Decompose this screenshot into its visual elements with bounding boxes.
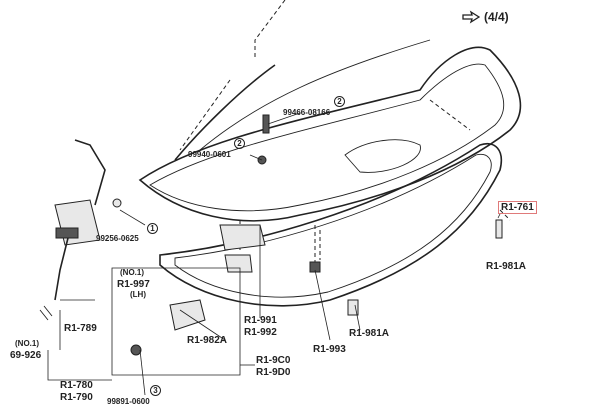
qty-99891: 3 — [150, 385, 161, 396]
label-r1-993[interactable]: R1-993 — [313, 344, 346, 355]
clip-99256 — [112, 198, 122, 208]
cushion-r1-981a-b — [347, 299, 359, 316]
label-r1-780[interactable]: R1-780 — [60, 380, 93, 391]
trunk-lid-inner-edge — [149, 63, 505, 212]
striker — [224, 254, 253, 273]
weatherstrip-inner — [174, 153, 492, 298]
stay-rod — [174, 64, 276, 161]
label-69-926[interactable]: 69-926 — [10, 350, 42, 361]
qty-99940: 2 — [234, 138, 245, 149]
label-99466[interactable]: 99466-08166 — [283, 108, 331, 117]
label-r1-997[interactable]: R1-997 — [117, 279, 150, 290]
label-r1-981a-bottom[interactable]: R1-981A — [349, 328, 390, 339]
page-indicator[interactable]: (4/4) — [462, 10, 509, 24]
label-r1-982a[interactable]: R1-982A — [187, 335, 228, 346]
nut-99891 — [130, 344, 142, 356]
label-r1-761[interactable]: R1-761 — [498, 201, 537, 214]
lock-assembly — [219, 224, 266, 251]
label-99891[interactable]: 99891-0600 — [107, 397, 150, 406]
label-r1-790[interactable]: R1-790 — [60, 392, 93, 403]
qty-99466: 2 — [334, 96, 345, 107]
hinge-bracket-dark — [55, 227, 79, 239]
label-no1-top: (NO.1) — [120, 268, 144, 277]
label-lh: (LH) — [130, 290, 146, 299]
cushion-r1-981a — [495, 219, 503, 239]
hand-pointer-icon — [462, 10, 480, 24]
label-r1-9d0[interactable]: R1-9D0 — [256, 367, 291, 378]
weatherstrip-outline — [159, 143, 502, 307]
label-99256[interactable]: 99256-0625 — [96, 234, 139, 243]
label-no1-left: (NO.1) — [15, 339, 39, 348]
label-r1-9c0[interactable]: R1-9C0 — [256, 355, 291, 366]
label-r1-789[interactable]: R1-789 — [64, 323, 97, 334]
qty-99256: 1 — [147, 223, 158, 234]
label-r1-991[interactable]: R1-991 — [244, 315, 277, 326]
emblem-recess — [344, 139, 421, 173]
label-99940[interactable]: 99940-0601 — [188, 150, 231, 159]
clip-r1-993 — [309, 261, 321, 273]
trunk-lid-top-curve — [199, 39, 431, 151]
trunk-lid-outline — [138, 46, 522, 222]
label-r1-981a-right[interactable]: R1-981A — [486, 261, 527, 272]
label-r1-992[interactable]: R1-992 — [244, 327, 277, 338]
page-indicator-label: (4/4) — [484, 10, 509, 24]
